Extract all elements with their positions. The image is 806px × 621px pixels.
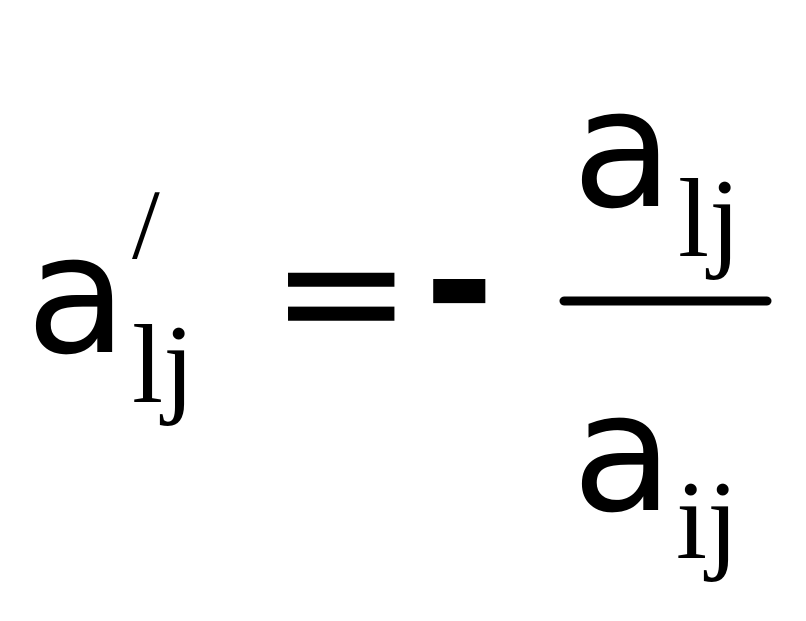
fraction-numerator: a lj (572, 53, 740, 281)
fraction: a lj a ij (559, 53, 772, 583)
equals-sign: = (270, 193, 412, 391)
lhs-base: a (26, 199, 127, 391)
numerator-subscript: lj (678, 157, 740, 281)
lhs-subscript: lj (132, 303, 194, 427)
lhs-term: a / lj (26, 169, 194, 427)
minus-sign: - (424, 183, 495, 381)
numerator-base: a (572, 53, 673, 245)
fraction-denominator: a ij (572, 357, 738, 583)
denominator-base: a (572, 357, 673, 549)
denominator-subscript: ij (676, 459, 738, 583)
lhs-prime: / (132, 169, 160, 280)
